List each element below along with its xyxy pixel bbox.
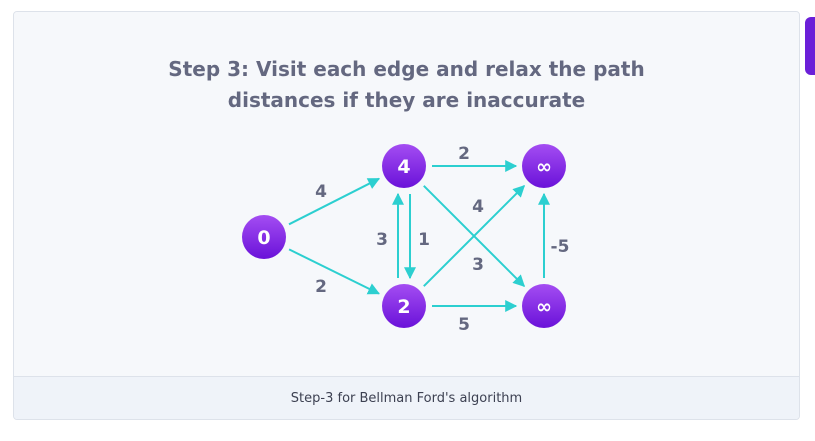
node-label: 2 xyxy=(397,296,410,318)
edge-weight-label: 4 xyxy=(315,182,327,202)
figure-caption: Step-3 for Bellman Ford's algorithm xyxy=(290,391,523,406)
figure-title-line-1: Step 3: Visit each edge and relax the pa… xyxy=(168,57,645,81)
caption-bar: Step-3 for Bellman Ford's algorithm xyxy=(14,376,799,419)
graph-node-d: ∞ xyxy=(522,144,566,188)
edge-a-c xyxy=(288,248,380,295)
node-label: ∞ xyxy=(536,156,552,178)
graph-node-c: 2 xyxy=(382,284,426,328)
node-label: 0 xyxy=(257,227,270,249)
edge-weight-label: 3 xyxy=(472,255,484,275)
edge-weight-label: 2 xyxy=(458,144,470,164)
node-circle xyxy=(522,144,566,188)
figure-card: Step 3: Visit each edge and relax the pa… xyxy=(13,11,800,420)
node-circle xyxy=(382,144,426,188)
edges-layer xyxy=(288,160,550,312)
weights-layer: 4 2 3 1 2 4 3 5 -5 xyxy=(315,144,569,335)
edge-weight-label: 5 xyxy=(458,315,470,335)
figure-title-line-2: distances if they are inaccurate xyxy=(227,88,586,112)
graph-diagram: 4 2 3 1 2 4 3 5 -5 0 4 2 ∞ ∞ xyxy=(242,144,569,335)
edge-weight-label: 3 xyxy=(376,230,388,250)
graph-node-e: ∞ xyxy=(522,284,566,328)
node-circle xyxy=(382,284,426,328)
edge-weight-label: -5 xyxy=(551,237,570,257)
edge-weight-label: 4 xyxy=(472,197,484,217)
graph-node-b: 4 xyxy=(382,144,426,188)
edge-a-b xyxy=(288,177,381,226)
edge-b-e xyxy=(423,185,526,288)
node-label: ∞ xyxy=(536,296,552,318)
graph-node-a: 0 xyxy=(242,215,286,259)
edge-weight-label: 1 xyxy=(418,230,430,250)
node-circle xyxy=(522,284,566,328)
node-circle xyxy=(242,215,286,259)
figure-area: Step 3: Visit each edge and relax the pa… xyxy=(14,12,799,376)
edge-weight-label: 2 xyxy=(315,277,327,297)
nodes-layer: 0 4 2 ∞ ∞ xyxy=(242,144,566,328)
node-label: 4 xyxy=(397,156,410,178)
figure-title: Step 3: Visit each edge and relax the pa… xyxy=(14,54,799,116)
side-tab[interactable] xyxy=(805,17,815,75)
